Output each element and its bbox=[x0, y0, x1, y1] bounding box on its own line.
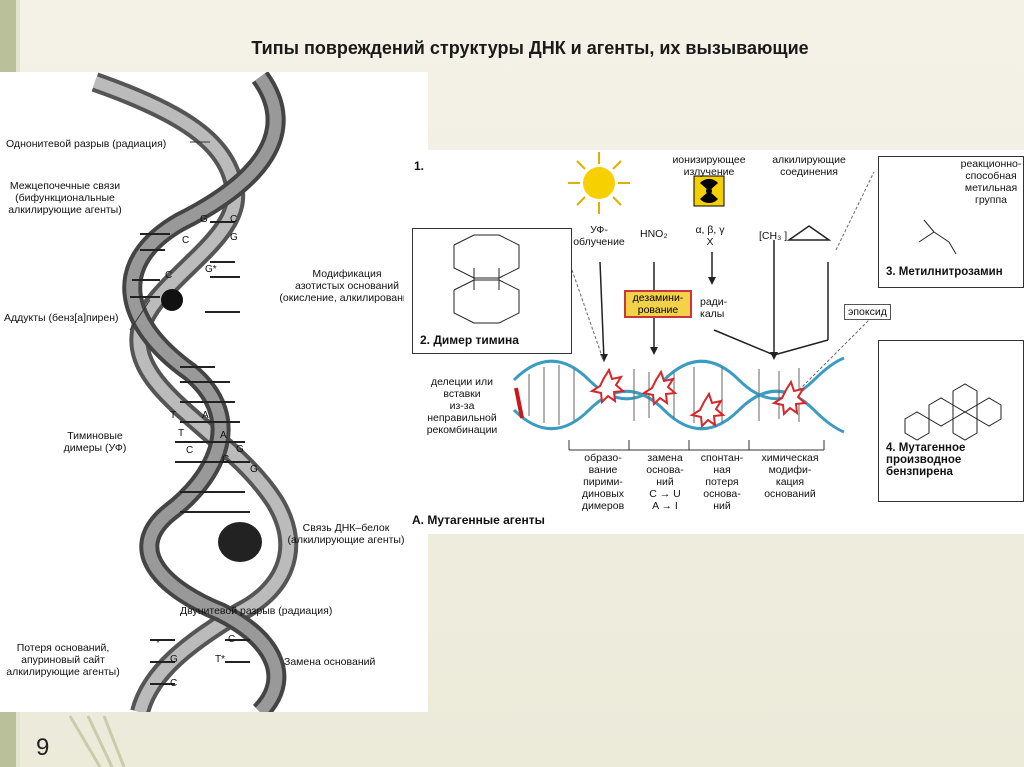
box2-title: 2. Димер тимина bbox=[420, 334, 519, 346]
label-single-strand-break: Однонитевой разрыв (радиация) bbox=[6, 138, 166, 150]
label-deletions: делеции или вставки из-за неправильной р… bbox=[412, 376, 512, 436]
figure-caption: А. Мутагенные агенты bbox=[412, 514, 545, 526]
base-label: C bbox=[222, 454, 229, 466]
base-label: T* bbox=[215, 654, 225, 666]
right-mutagens-figure: 1. ионизирующее излучение алкилирующие с… bbox=[404, 150, 1024, 534]
box4-title: 4. Мутагенное производное бензпирена bbox=[886, 442, 965, 478]
agent-ch3: [CH₃ ] bbox=[759, 230, 787, 242]
base-label: A bbox=[202, 410, 209, 422]
effect-chemical-modification: химическая модифи- кация оснований bbox=[752, 452, 828, 500]
agent-ionizing-types: α, β, γ X bbox=[690, 224, 730, 248]
page-number: 9 bbox=[36, 734, 49, 762]
label-thymine-dimers: Тиминовые димеры (УФ) bbox=[50, 430, 140, 454]
base-label: C bbox=[182, 235, 189, 247]
label-epoxide: эпоксид bbox=[844, 304, 891, 320]
label-interstrand-links: Межцепочечные связи (бифункциональные ал… bbox=[2, 180, 128, 216]
base-label: C bbox=[186, 445, 193, 457]
left-dna-figure: G C C G C G* T T A A C C G G * G C C T* … bbox=[0, 72, 428, 712]
agent-hno2: HNO₂ bbox=[640, 228, 667, 240]
base-label: G bbox=[200, 214, 208, 226]
base-label: C bbox=[230, 214, 237, 226]
slide-title: Типы повреждений структуры ДНК и агенты,… bbox=[60, 38, 1000, 59]
agent-alkylating: алкилирующие соединения bbox=[764, 154, 854, 178]
base-label: C bbox=[228, 634, 235, 646]
base-label: C bbox=[170, 678, 177, 690]
label-dna-protein-link: Связь ДНК–белок (алкилирующие агенты) bbox=[276, 522, 416, 546]
label-base-substitution: Замена оснований bbox=[284, 656, 375, 668]
agent-ionizing: ионизирующее излучение bbox=[659, 154, 759, 178]
box3-title: 3. Метилнитрозамин bbox=[886, 266, 1003, 278]
effect-base-substitution: замена основа- ний C → U A → I bbox=[640, 452, 690, 512]
base-label: A bbox=[220, 430, 227, 442]
box3-note: реакционно- способная метильная группа bbox=[960, 158, 1022, 206]
base-label: G bbox=[250, 464, 258, 476]
label-base-modification: Модификация азотистых оснований (окислен… bbox=[272, 268, 422, 304]
base-label: G bbox=[236, 444, 244, 456]
effect-spontaneous-base-loss: спонтан- ная потеря основа- ний bbox=[696, 452, 748, 512]
effect-pyrimidine-dimers: образо- вание пирими- диновых димеров bbox=[572, 452, 634, 512]
base-label: G* bbox=[205, 264, 217, 276]
deamination-box: дезамини- рование bbox=[624, 290, 692, 318]
section-number: 1. bbox=[414, 160, 424, 172]
base-label: C bbox=[165, 270, 172, 282]
base-label: T bbox=[178, 428, 184, 440]
label-adducts: Аддукты (бенз[а]пирен) bbox=[4, 312, 119, 324]
label-base-loss: Потеря оснований, апуриновый сайт алкили… bbox=[0, 642, 126, 678]
base-label: * bbox=[156, 638, 160, 650]
agent-uv: УФ- облучение bbox=[572, 224, 626, 248]
label-double-strand-break: Двунитевой разрыв (радиация) bbox=[180, 605, 332, 617]
base-label: T bbox=[170, 410, 176, 422]
base-label: G bbox=[230, 232, 238, 244]
base-label: G bbox=[170, 654, 178, 666]
agent-radicals: ради- калы bbox=[700, 296, 727, 320]
